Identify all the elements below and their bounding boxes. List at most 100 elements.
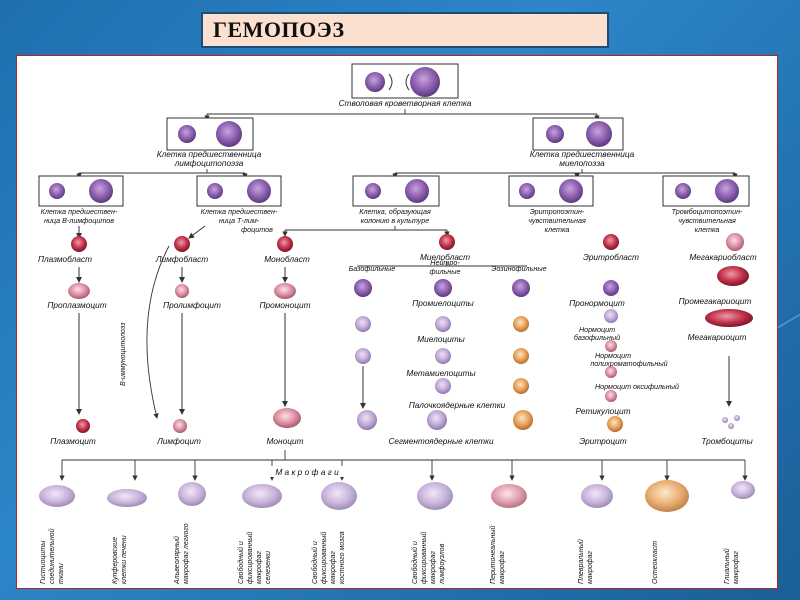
lymph-precursor-label-2: лимфоцитопоэза bbox=[174, 158, 244, 168]
diagram-canvas: Стволовая кроветворная клетка Клетка пре… bbox=[38, 63, 757, 585]
macrophage-label-8-line-2: макрофаг bbox=[587, 550, 594, 584]
macrophages-label: М а к р о ф а г и bbox=[275, 467, 339, 477]
cfu-connectors bbox=[282, 226, 450, 237]
b-precursor-label-1: Клетка предшествен- bbox=[41, 207, 118, 216]
macrophage-label-2-line-1: Купферовские bbox=[112, 537, 119, 584]
b-precursor-label-2: ница В-лимфоцитов bbox=[44, 216, 114, 225]
macrophage-connectors bbox=[59, 450, 748, 481]
t-column bbox=[173, 225, 206, 433]
macrophage-label-1-line-1: Гистиоциты bbox=[40, 540, 47, 584]
label-band: Палочкоядерные клетки bbox=[409, 400, 506, 410]
label-neutro-1: Нейтро- bbox=[430, 258, 460, 267]
myeloblast-cell bbox=[439, 234, 455, 250]
label-prolymphocyte: Пролимфоцит bbox=[163, 300, 221, 310]
macrophage-label-9-line-1: Остеокласт bbox=[652, 541, 659, 584]
ery-precursor-box bbox=[508, 175, 594, 207]
thr-precursor-box bbox=[662, 175, 750, 207]
myelo-precursor-label-1: Клетка предшественница bbox=[530, 149, 635, 159]
label-myeloblast: Миелобласт bbox=[420, 252, 470, 262]
label-reticulocyte: Ретикулоцит bbox=[575, 406, 630, 416]
myelo-precursor-box bbox=[532, 117, 624, 151]
label-monoblast: Монобласт bbox=[264, 254, 310, 264]
label-promonocyte: Промоноцит bbox=[260, 300, 311, 310]
macrophage-label-4-line-1: Свободный и bbox=[237, 541, 245, 584]
macrophage-label-5-line-3: макрофаг bbox=[330, 550, 337, 584]
ery-precursor-label-1: Эритропоэтин- bbox=[530, 207, 585, 216]
t-precursor-box bbox=[196, 175, 282, 207]
b-immuno-arrow bbox=[146, 245, 170, 419]
b-column bbox=[68, 226, 90, 433]
ery-column bbox=[603, 234, 623, 432]
t-precursor-label-2: ница Т-лим- bbox=[219, 216, 260, 225]
stem-cell-label: Стволовая кроветворная клетка bbox=[339, 98, 472, 108]
macrophage-label-3-line-1: Альвеолярный bbox=[173, 536, 181, 585]
hematopoiesis-diagram: Стволовая кроветворная клетка Клетка пре… bbox=[16, 55, 778, 589]
macrophage-label-6-line-2: фиксированный bbox=[420, 532, 428, 584]
lymph-precursor-label-1: Клетка предшественница bbox=[157, 149, 262, 159]
title-box: ГЕМОПОЭЗ bbox=[201, 12, 609, 48]
macrophage-label-4-line-3: макрофаг bbox=[256, 550, 263, 584]
macrophage-label-5-line-1: Свободный и bbox=[311, 541, 319, 584]
thr-precursor-label-1: Тромбоцитопоэтин- bbox=[672, 207, 743, 216]
label-norm-poly-2: полихроматофильный bbox=[590, 359, 667, 368]
ery-precursor-label-2: чувствительная bbox=[528, 216, 586, 225]
b-immuno-label: В-иммуноцитопоэз bbox=[120, 322, 127, 386]
label-plasmoblast: Плазмобласт bbox=[38, 254, 92, 264]
label-plasmocyte: Плазмоцит bbox=[50, 436, 96, 446]
neutrophil-column bbox=[427, 279, 452, 430]
macrophage-label-1-line-3: ткани bbox=[58, 563, 65, 584]
label-basophilic: Базофильные bbox=[349, 264, 396, 273]
macrophage-label-6-line-1: Свободный и bbox=[411, 541, 419, 584]
granulocyte-connectors bbox=[357, 262, 527, 267]
label-myelocytes: Миелоциты bbox=[417, 334, 465, 344]
label-lymphocyte: Лимфоцит bbox=[156, 436, 201, 446]
lymph-precursor-box bbox=[166, 117, 254, 151]
label-promegakaryocyte: Промегакариоцит bbox=[679, 296, 752, 306]
macrophage-label-7-line-2: макрофаг bbox=[499, 550, 506, 584]
macrophage-label-4-line-4: селезенки bbox=[265, 551, 272, 584]
cfu-label-2: колонию в культуре bbox=[361, 216, 430, 225]
macrophage-label-6-line-4: лимфоузлов bbox=[439, 543, 446, 585]
mega-column bbox=[705, 233, 753, 429]
basophil-column bbox=[354, 279, 377, 430]
macrophage-label-6-line-3: макрофаг bbox=[430, 550, 437, 584]
macrophage-label-bg bbox=[239, 466, 379, 477]
b-precursor-box bbox=[38, 175, 124, 207]
label-norm-baso-1: Нормоцит bbox=[579, 325, 615, 334]
label-megakaryocyte: Мегакариоцит bbox=[688, 332, 747, 342]
label-erythroblast: Эритробласт bbox=[583, 252, 639, 262]
label-metamyelocytes: Метамиелоциты bbox=[406, 368, 475, 378]
macrophage-label-1-line-2: соединительной bbox=[48, 528, 56, 584]
stem-connectors bbox=[204, 109, 600, 121]
macrophage-label-4-line-2: фиксированный bbox=[246, 532, 254, 584]
macrophage-label-10-line-2: макрофаг bbox=[733, 550, 740, 584]
macrophage-label-5-line-4: костного мозга bbox=[339, 531, 346, 584]
thr-precursor-label-3: клетка bbox=[695, 225, 720, 234]
cfu-box bbox=[352, 175, 440, 207]
macrophage-label-2-line-2: клетки печени bbox=[121, 535, 128, 584]
mono-column bbox=[273, 236, 301, 428]
label-proplasmocyte: Проплазмоцит bbox=[47, 300, 106, 310]
label-monocyte: Моноцит bbox=[267, 436, 304, 446]
myelo-precursor-label-2: миелопоэза bbox=[559, 158, 605, 168]
macrophage-label-7-line-1: Перитонеальный bbox=[489, 525, 497, 584]
label-eosinophilic: Эозинофильные bbox=[491, 264, 546, 273]
eosinophil-column bbox=[512, 279, 533, 430]
stem-cell-box bbox=[351, 63, 459, 99]
label-segmented: Сегментоядерные клетки bbox=[388, 436, 494, 446]
label-norm-oxy: Нормоцит оксифильный bbox=[595, 382, 679, 391]
label-megakaryoblast: Мегакариобласт bbox=[689, 252, 756, 262]
thr-precursor-label-2: чувствительная bbox=[678, 216, 736, 225]
t-precursor-label-3: фоцитов bbox=[241, 225, 273, 234]
macrophage-label-8-line-1: Плевральный bbox=[577, 539, 585, 584]
page-title: ГЕМОПОЭЗ bbox=[213, 17, 345, 42]
ery-precursor-label-3: клетка bbox=[545, 225, 570, 234]
label-platelets: Тромбоциты bbox=[701, 436, 752, 446]
label-erythrocyte: Эритроцит bbox=[579, 436, 626, 446]
label-pronormocyte: Пронормоцит bbox=[569, 298, 625, 308]
macrophage-cells bbox=[39, 480, 755, 512]
label-lymphoblast: Лимфобласт bbox=[155, 254, 208, 264]
label-norm-poly-1: Нормоцит bbox=[595, 351, 631, 360]
label-norm-baso-2: базофильный bbox=[574, 333, 620, 342]
